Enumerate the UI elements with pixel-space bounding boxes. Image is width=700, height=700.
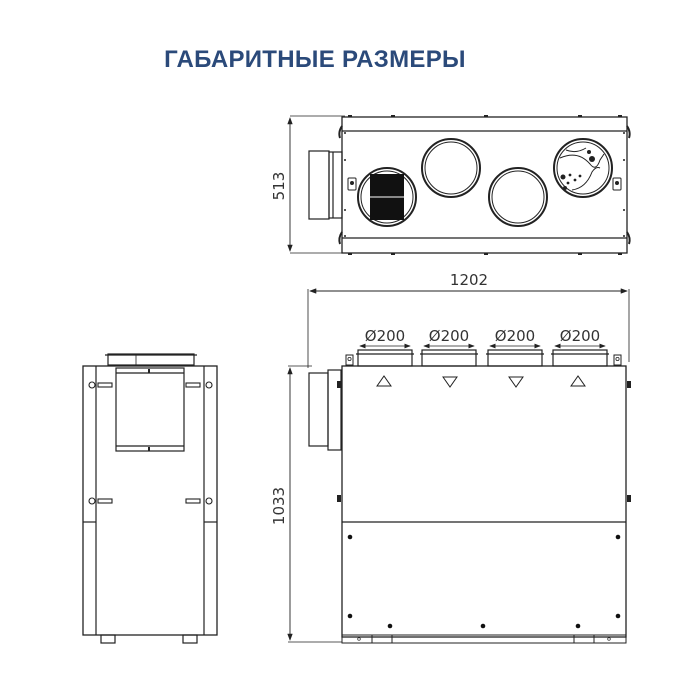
width-dimension-1202	[307, 288, 630, 368]
airflow-arrows	[376, 375, 586, 388]
latches	[88, 381, 213, 505]
dimension-1202-label: 1202	[450, 271, 488, 289]
port-open-1	[421, 138, 481, 198]
electrical-box-front	[308, 369, 342, 451]
page-title: ГАБАРИТНЫЕ РАЗМЕРЫ	[164, 46, 466, 73]
duct-diameter-label-1: Ø200	[365, 327, 405, 345]
height-dimension-1033	[287, 365, 342, 643]
port-open-2	[488, 167, 548, 227]
duct-diameter-label-2: Ø200	[429, 327, 469, 345]
port-fan	[553, 138, 613, 198]
port-damper	[357, 167, 417, 227]
duct-diameter-label-4: Ø200	[560, 327, 600, 345]
top-view	[287, 115, 631, 255]
duct-diameter-label-3: Ø200	[495, 327, 535, 345]
height-dimension-513	[287, 115, 345, 254]
connector-left	[347, 177, 357, 191]
electrical-box	[308, 150, 343, 220]
connector-right	[612, 177, 622, 191]
side-view	[82, 353, 218, 644]
dimension-513-label: 513	[270, 172, 288, 201]
duct-collars	[356, 349, 609, 367]
dimension-1033-label: 1033	[270, 487, 288, 525]
front-view	[287, 288, 631, 644]
screws	[347, 534, 621, 629]
